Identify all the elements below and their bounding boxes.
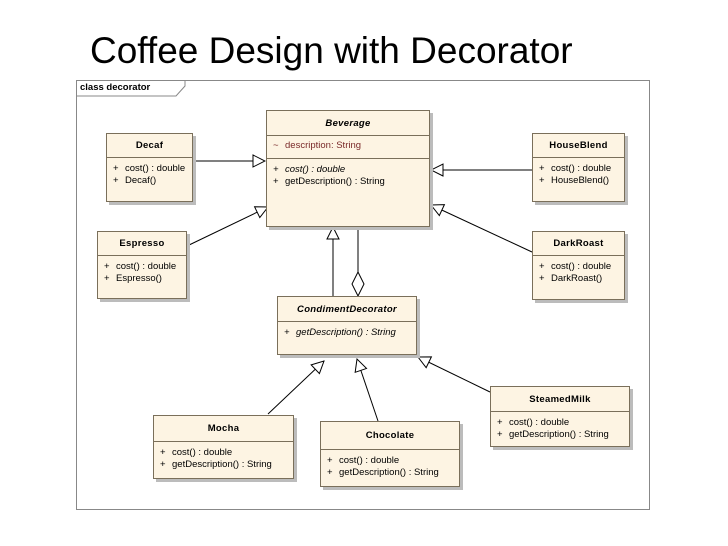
operation-section: +cost() : double +getDescription() : Str… <box>321 450 459 479</box>
operation-row: +HouseBlend() <box>539 175 610 186</box>
class-decaf[interactable]: Decaf +cost() : double +Decaf() <box>106 133 193 202</box>
slide-title: Coffee Design with Decorator <box>90 30 573 71</box>
operation-row: +cost() : double <box>160 447 233 458</box>
operation-row: +cost() : double <box>273 164 346 175</box>
operation-row: +getDescription() : String <box>327 467 439 478</box>
operation-row: +cost() : double <box>497 417 570 428</box>
class-name: SteamedMilk <box>491 387 629 412</box>
class-beverage[interactable]: Beverage ~description: String +cost() : … <box>266 110 430 227</box>
operation-row: +cost() : double <box>113 163 186 174</box>
attribute-section: ~description: String <box>267 136 429 159</box>
class-chocolate[interactable]: Chocolate +cost() : double +getDescripti… <box>320 421 460 487</box>
operation-row: +getDescription() : String <box>273 176 385 187</box>
class-houseblend[interactable]: HouseBlend +cost() : double +HouseBlend(… <box>532 133 625 202</box>
class-name: DarkRoast <box>533 232 624 256</box>
class-darkroast[interactable]: DarkRoast +cost() : double +DarkRoast() <box>532 231 625 300</box>
frame-tab <box>76 80 186 97</box>
operation-row: +getDescription() : String <box>160 459 272 470</box>
edge-mocha-generalization <box>267 361 324 415</box>
class-espresso[interactable]: Espresso +cost() : double +Espresso() <box>97 231 187 299</box>
edge-steamedmilk-generalization <box>418 357 491 393</box>
aggregation-diamond <box>351 270 365 298</box>
class-steamedmilk[interactable]: SteamedMilk +cost() : double +getDescrip… <box>490 386 630 447</box>
operation-section: +cost() : double +getDescription() : Str… <box>154 442 293 471</box>
operation-section: +cost() : double +getDescription() : Str… <box>267 159 429 188</box>
diagram-frame <box>76 80 650 510</box>
class-name: Espresso <box>98 232 186 256</box>
operation-row: +cost() : double <box>104 261 177 272</box>
class-name: HouseBlend <box>533 134 624 158</box>
class-name: Decaf <box>107 134 192 158</box>
edge-darkroast-generalization <box>431 205 533 253</box>
operation-row: +getDescription() : String <box>497 429 609 440</box>
operation-row: +Decaf() <box>113 175 157 186</box>
class-name: Beverage <box>267 111 429 136</box>
class-mocha[interactable]: Mocha +cost() : double +getDescription()… <box>153 415 294 479</box>
operation-section: +cost() : double +Decaf() <box>107 158 192 187</box>
operation-section: +cost() : double +DarkRoast() <box>533 256 624 285</box>
operation-row: +Espresso() <box>104 273 162 284</box>
operation-row: +getDescription() : String <box>284 327 396 338</box>
operation-row: +cost() : double <box>327 455 400 466</box>
operation-row: +cost() : double <box>539 261 612 272</box>
frame-label: class decorator <box>80 82 151 93</box>
attribute-row: ~description: String <box>273 140 362 151</box>
class-name: Mocha <box>154 416 293 442</box>
operation-section: +cost() : double +Espresso() <box>98 256 186 285</box>
edge-espresso-generalization <box>186 207 268 247</box>
operation-section: +cost() : double +HouseBlend() <box>533 158 624 187</box>
operation-section: +getDescription() : String <box>278 322 416 339</box>
edge-chocolate-generalization <box>357 359 379 422</box>
class-condimentdecorator[interactable]: CondimentDecorator +getDescription() : S… <box>277 296 417 355</box>
class-name: Chocolate <box>321 422 459 450</box>
class-name: CondimentDecorator <box>278 297 416 322</box>
operation-row: +DarkRoast() <box>539 273 603 284</box>
operation-section: +cost() : double +getDescription() : Str… <box>491 412 629 441</box>
operation-row: +cost() : double <box>539 163 612 174</box>
